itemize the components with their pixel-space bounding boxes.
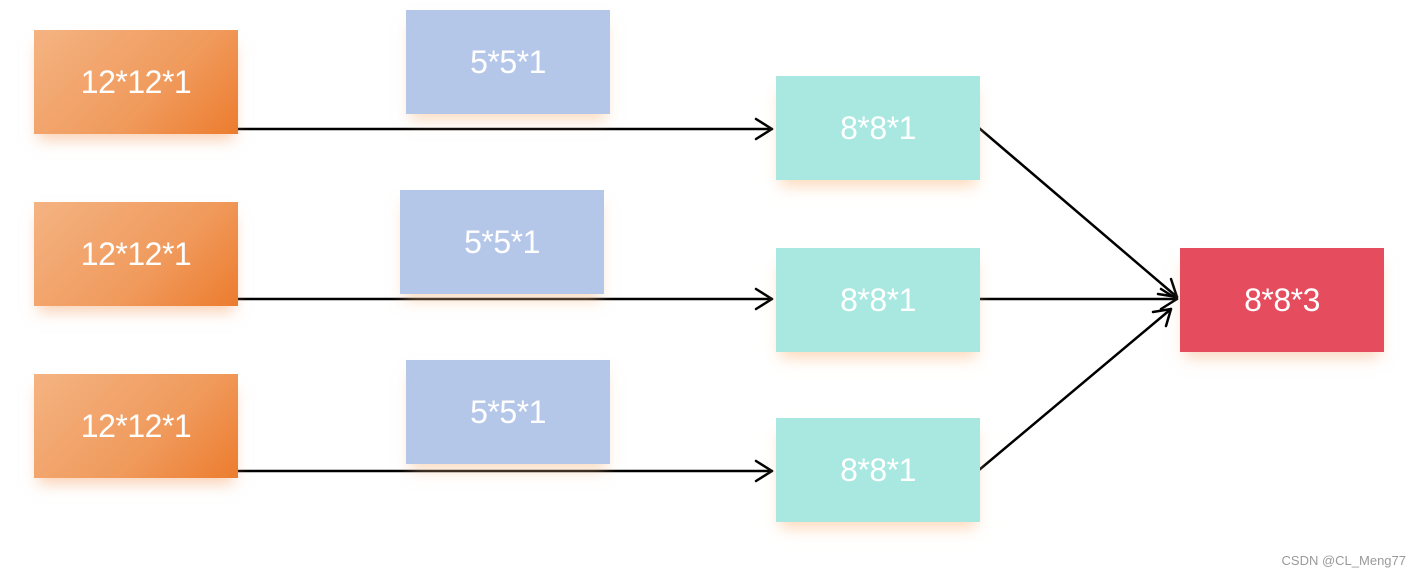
watermark: CSDN @CL_Meng77 <box>1281 553 1406 568</box>
output-map: 8*8*3 <box>1180 248 1384 352</box>
input-map-3-label: 12*12*1 <box>80 407 192 444</box>
feature-map-1-label: 8*8*1 <box>840 109 916 146</box>
feature-map-3-label: 8*8*1 <box>840 451 916 488</box>
kernel-2: 5*5*1 <box>400 190 604 294</box>
arrow-input-2-to-feature-2 <box>236 287 774 311</box>
arrow-feature-3-to-output <box>977 307 1173 472</box>
kernel-2-label: 5*5*1 <box>464 223 540 260</box>
kernel-1: 5*5*1 <box>406 10 610 114</box>
kernel-3: 5*5*1 <box>406 360 610 464</box>
kernel-3-label: 5*5*1 <box>470 393 546 430</box>
arrow-feature-2-to-output <box>977 287 1179 311</box>
feature-map-3: 8*8*1 <box>776 418 980 522</box>
feature-map-2: 8*8*1 <box>776 248 980 352</box>
input-map-1: 12*12*1 <box>34 30 238 134</box>
arrow-input-1-to-feature-1 <box>236 117 774 141</box>
input-map-2: 12*12*1 <box>34 202 238 306</box>
output-map-label: 8*8*3 <box>1244 281 1320 318</box>
feature-map-2-label: 8*8*1 <box>840 281 916 318</box>
feature-map-1: 8*8*1 <box>776 76 980 180</box>
input-map-3: 12*12*1 <box>34 374 238 478</box>
kernel-1-label: 5*5*1 <box>470 43 546 80</box>
arrow-input-3-to-feature-3 <box>236 459 774 483</box>
input-map-2-label: 12*12*1 <box>80 235 192 272</box>
input-map-1-label: 12*12*1 <box>80 63 192 100</box>
arrow-feature-1-to-output <box>977 126 1179 299</box>
